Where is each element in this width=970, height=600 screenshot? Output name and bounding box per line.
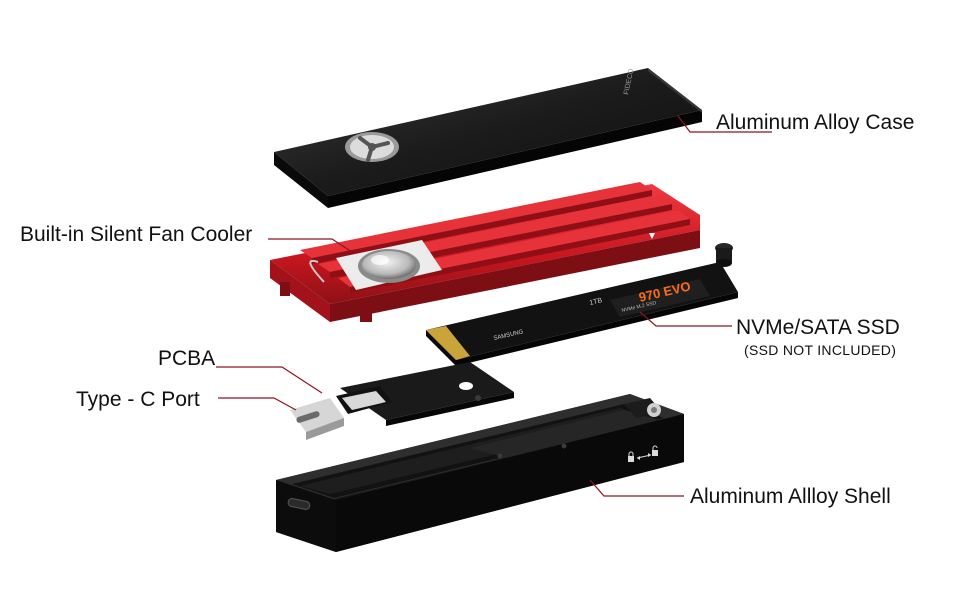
leader-shell [589, 479, 684, 497]
leader-pcba [216, 366, 323, 394]
rubber-plug [715, 243, 733, 267]
aluminum-case: FIDECO [274, 68, 702, 208]
nvme-ssd: 970 EVO NVMe M.2 SSD 1TB SAMSUNG [426, 262, 738, 366]
leader-ssd [639, 311, 732, 327]
lock-icon [628, 451, 634, 462]
lock-arrow-icon [636, 453, 652, 460]
leader-case [677, 115, 772, 133]
label-built-in-silent-fan-cooler: Built-in Silent Fan Cooler [20, 223, 253, 246]
fan-window-icon [345, 132, 399, 162]
label-aluminum-alloy-shell: Aluminum Allloy Shell [690, 485, 891, 508]
type-c-port [290, 398, 344, 440]
label-ssd-not-included: (SSD NOT INCLUDED) [744, 342, 897, 358]
screw-latch [624, 398, 662, 418]
leader-fan [268, 238, 353, 253]
pcba-board [336, 362, 514, 426]
fan-icon [358, 249, 420, 283]
label-type-c-port: Type - C Port [76, 388, 200, 411]
arrow-icon [649, 233, 655, 239]
leader-port [218, 397, 297, 411]
ssd-capacity-text: 1TB [589, 297, 603, 307]
label-pcba: PCBA [158, 347, 216, 370]
label-nvme-sata-ssd: NVMe/SATA SSD [736, 316, 900, 339]
leader-lines [216, 115, 772, 497]
aluminum-shell [276, 394, 684, 552]
unlock-icon [652, 445, 658, 456]
heatsink-fan-cooler [270, 182, 700, 322]
label-aluminum-alloy-case: Aluminum Alloy Case [716, 111, 915, 134]
